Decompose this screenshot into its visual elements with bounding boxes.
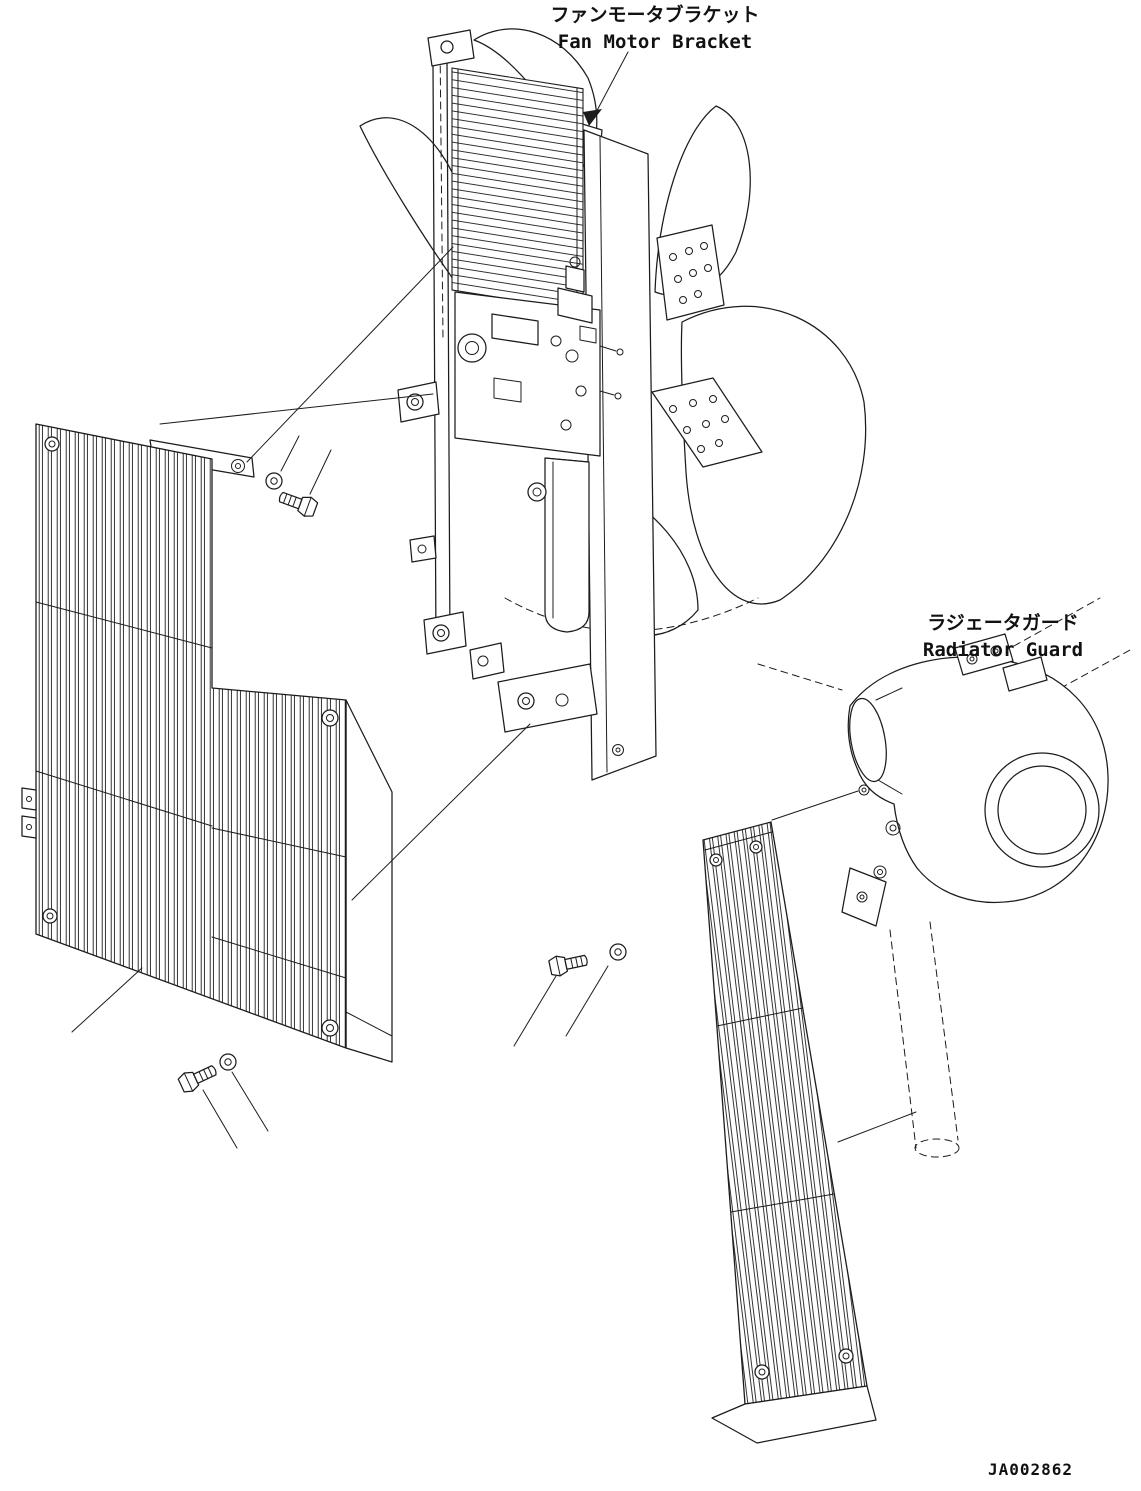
fan-balance-pad [651, 377, 763, 468]
washer-icon [609, 943, 627, 961]
drawing-number: JA002862 [988, 1460, 1074, 1479]
arrowhead [583, 109, 602, 126]
fan-motor-bracket-label-en: Fan Motor Bracket [557, 30, 753, 53]
bolt-icon [176, 1059, 221, 1096]
fan-balance-pad [656, 224, 725, 321]
radiator-guard-label-en: Radiator Guard [922, 638, 1084, 661]
housing-top-tab [1002, 656, 1048, 692]
right-guard-foot [711, 1385, 877, 1444]
accumulator-cylinder [527, 457, 590, 633]
bracket-mounting-tabs [397, 381, 624, 756]
fan-motor-bracket-callout: ファンモータブラケット Fan Motor Bracket [455, 2, 855, 55]
radiator-guard-callout: ラジェータガード Radiator Guard [848, 610, 1141, 663]
radiator-core [451, 67, 584, 312]
bolt-icon [275, 486, 320, 520]
bracket-top-plate [427, 29, 475, 67]
washer-icon [265, 472, 283, 490]
leader-lines [71, 51, 917, 1149]
radiator-guard-housing [757, 597, 1131, 1158]
washer-icon [219, 1053, 237, 1071]
housing-top-tab [954, 633, 1014, 676]
left-guard-side-face [345, 699, 393, 1063]
fan-motor-bracket-assembly [397, 29, 657, 781]
radiator-guard-left [21, 423, 393, 1063]
radiator-guard-right [702, 821, 877, 1444]
radiator-guard-label-jp: ラジェータガード [927, 612, 1079, 634]
fan-motor [454, 256, 624, 457]
fan-blade [680, 305, 867, 605]
fan-motor-bracket-label-jp: ファンモータブラケット [550, 4, 760, 26]
housing-opening [984, 752, 1100, 868]
bolt-icon [547, 949, 590, 979]
